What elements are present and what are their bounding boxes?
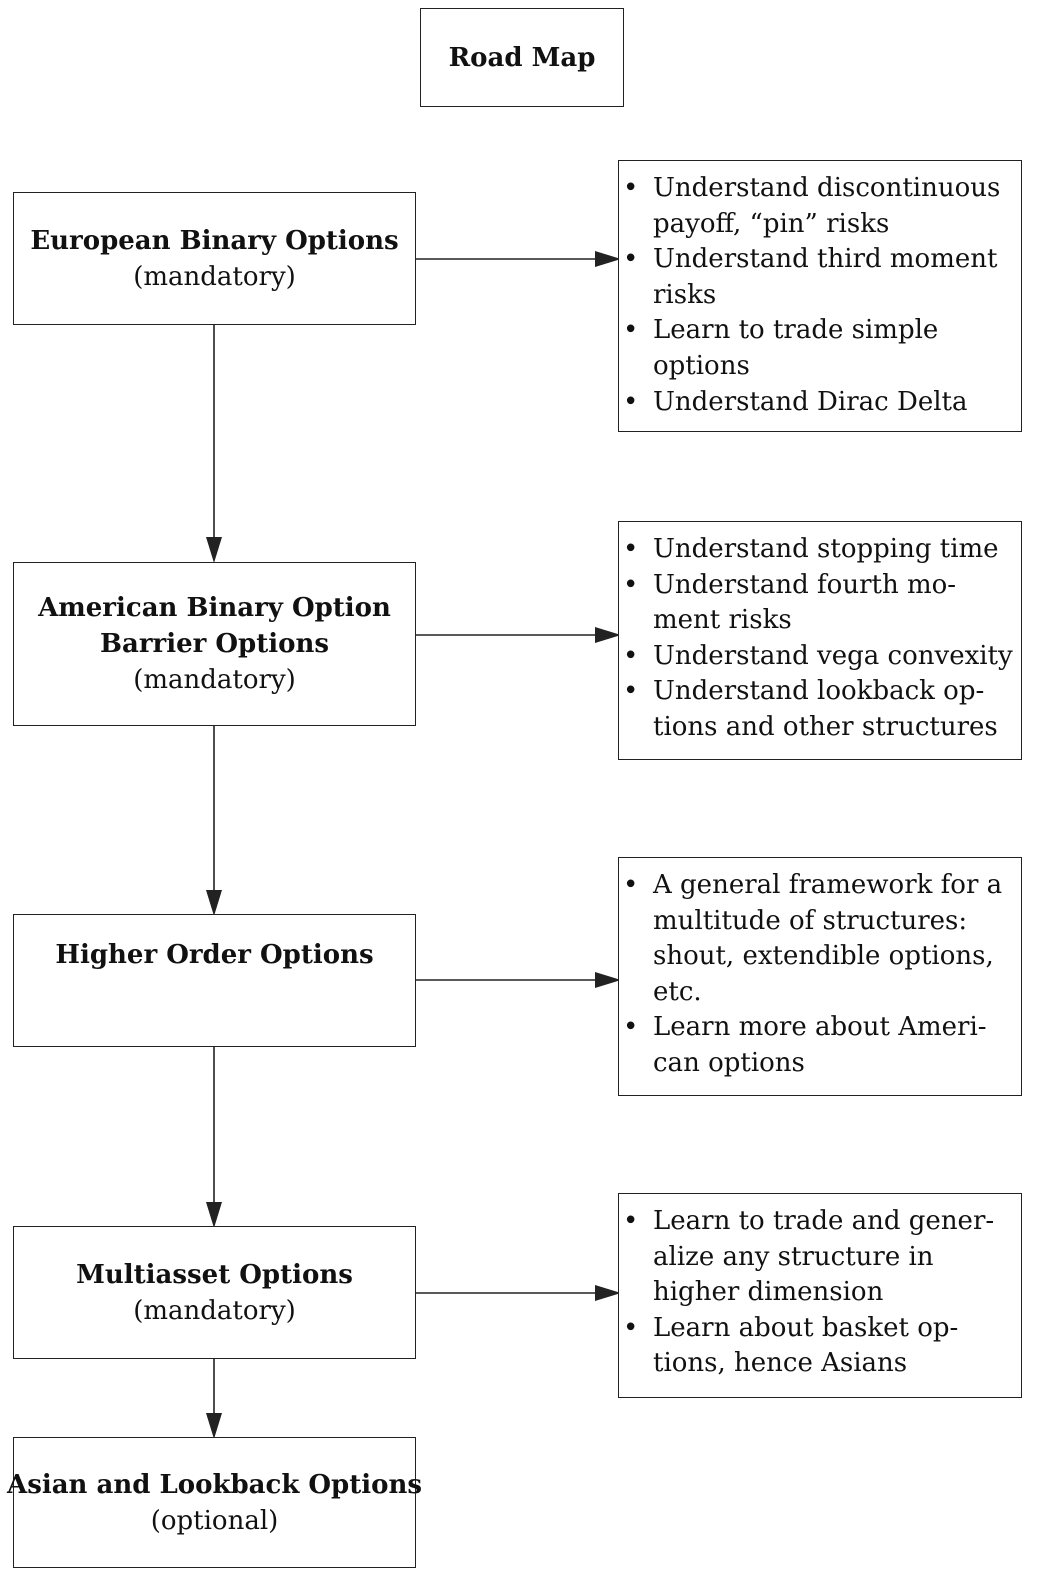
stage-multiasset: Multiasset Options (mandatory)	[13, 1226, 416, 1359]
stage-tag: (mandatory)	[133, 665, 296, 695]
note-item: Understand fourth mo-ment risks	[619, 568, 1015, 639]
notes-american-binary-barrier: Understand stopping time Understand four…	[618, 521, 1022, 760]
stage-name: European Binary Options	[30, 225, 399, 256]
flow-arrow-4-5	[206, 1358, 222, 1439]
stage-tag: (optional)	[150, 1505, 279, 1536]
stage-american-binary-barrier: American Binary Option Barrier Options (…	[13, 562, 416, 726]
note-item: Learn to trade and gener-alize any struc…	[619, 1204, 1015, 1311]
note-item: Learn about basket op-tions, hence Asian…	[619, 1311, 1015, 1382]
note-arrow-4	[415, 1285, 621, 1301]
flow-arrow-1-2	[206, 324, 222, 563]
flow-arrow-3-4	[206, 1046, 222, 1228]
stage-tag: (mandatory)	[133, 1295, 296, 1326]
stage-tag: (mandatory)	[133, 261, 296, 292]
note-item: Understand Dirac Delta	[619, 385, 1015, 421]
note-item: Understand vega convexity	[619, 639, 1015, 675]
stage-name: Multiasset Options	[76, 1259, 353, 1290]
stage-higher-order: Higher Order Options	[13, 914, 416, 1047]
note-item: Understand stopping time	[619, 532, 1015, 568]
note-item: Learn more about Ameri-can options	[619, 1010, 1015, 1081]
stage-name: Higher Order Options	[55, 940, 374, 970]
diagram-title: Road Map	[420, 8, 624, 107]
notes-higher-order: A general framework for a multitude of s…	[618, 857, 1022, 1096]
diagram-title-text: Road Map	[448, 42, 596, 73]
note-item: A general framework for a multitude of s…	[619, 868, 1015, 1010]
stage-name: American Binary Option	[38, 593, 391, 623]
note-item: Understand lookback op-tions and other s…	[619, 674, 1015, 745]
notes-multiasset: Learn to trade and gener-alize any struc…	[618, 1193, 1022, 1398]
note-arrow-2	[415, 627, 621, 643]
note-item: Understand discontinuous payoff, “pin” r…	[619, 171, 1015, 242]
note-arrow-1	[415, 251, 621, 267]
stage-name: Barrier Options	[100, 629, 329, 659]
notes-european-binary: Understand discontinuous payoff, “pin” r…	[618, 160, 1022, 432]
note-arrow-3	[415, 972, 621, 988]
note-item: Learn to trade simple options	[619, 313, 1015, 384]
note-item: Understand third moment risks	[619, 242, 1015, 313]
flow-arrow-2-3	[206, 725, 222, 916]
stage-european-binary: European Binary Options (mandatory)	[13, 192, 416, 325]
stage-asian-lookback: Asian and Lookback Options (optional)	[7, 1437, 422, 1568]
stage-name: Asian and Lookback Options	[7, 1469, 422, 1500]
